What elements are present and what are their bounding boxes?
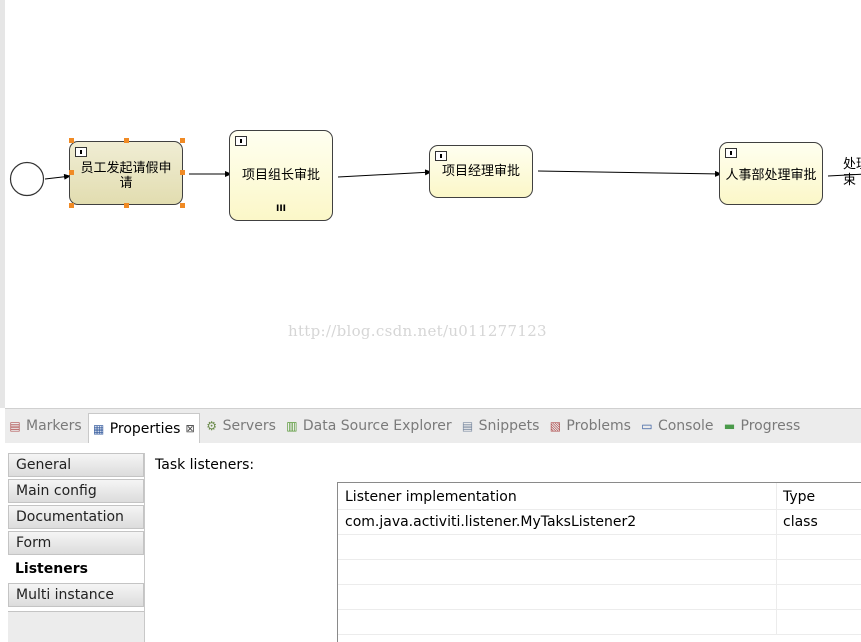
task-employee-request[interactable]: 员工发起请假申请 — [69, 141, 183, 205]
servers-icon: ⚙ — [206, 419, 218, 433]
sequence-flow[interactable] — [44, 173, 72, 180]
bpmn-canvas[interactable]: 员工发起请假申请 项目组长审批 III 项目经理审批 人事部处理审批 处理 束 … — [0, 0, 861, 408]
problems-icon: ▧ — [549, 419, 562, 433]
multi-instance-icon: III — [275, 204, 287, 214]
nav-listeners[interactable]: Listeners — [8, 557, 144, 581]
table-row-empty — [338, 585, 861, 610]
task-team-lead-approval[interactable]: 项目组长审批 III — [229, 130, 333, 221]
close-icon[interactable]: ⊠ — [185, 422, 195, 435]
tab-data-source-explorer[interactable]: ▥ Data Source Explorer — [282, 412, 456, 440]
selection-handle[interactable] — [124, 203, 129, 208]
markers-icon: ▤ — [9, 419, 21, 433]
start-event[interactable] — [9, 161, 45, 197]
selection-handle[interactable] — [180, 170, 185, 175]
sequence-flow[interactable] — [827, 173, 861, 177]
listeners-table[interactable]: Listener implementation Type com.java.ac… — [337, 482, 861, 642]
table-row-empty — [338, 560, 861, 585]
user-task-icon — [235, 136, 247, 146]
nav-form[interactable]: Form — [8, 531, 144, 555]
table-cell: class — [783, 514, 818, 530]
properties-icon: ▦ — [93, 421, 105, 436]
nav-multi-instance[interactable]: Multi instance — [8, 583, 144, 607]
selection-handle[interactable] — [69, 203, 74, 208]
tab-label: Markers — [26, 418, 82, 434]
console-icon: ▭ — [641, 419, 653, 433]
tab-console[interactable]: ▭ Console — [637, 412, 718, 440]
nav-main-config[interactable]: Main config — [8, 479, 144, 503]
table-row[interactable]: com.java.activiti.listener.MyTaksListene… — [338, 510, 861, 535]
column-header[interactable]: Listener implementation — [338, 483, 777, 509]
tab-markers[interactable]: ▤ Markers — [5, 412, 86, 440]
flow-label-partial: 处理 束 — [843, 157, 861, 188]
data-source-icon: ▥ — [286, 419, 298, 433]
nav-filler — [8, 611, 144, 642]
sequence-flow[interactable] — [337, 169, 433, 178]
task-label: 员工发起请假申请 — [80, 161, 172, 191]
tab-label: Problems — [566, 418, 631, 434]
selection-handle[interactable] — [69, 170, 74, 175]
task-hr-approval[interactable]: 人事部处理审批 — [719, 142, 823, 205]
view-tab-bar: ▤ Markers ▦ Properties ⊠ ⚙ Servers ▥ Dat… — [5, 408, 861, 443]
tab-progress[interactable]: ▬ Progress — [720, 412, 805, 440]
watermark: http://blog.csdn.net/u011277123 — [288, 322, 547, 340]
snippets-icon: ▤ — [461, 419, 474, 433]
section-label: Task listeners: — [155, 457, 255, 473]
nav-general[interactable]: General — [8, 453, 144, 477]
user-task-icon — [435, 151, 447, 161]
progress-icon: ▬ — [723, 419, 736, 433]
tab-label: Properties — [109, 420, 181, 437]
selection-handle[interactable] — [124, 138, 129, 143]
flow-connections — [9, 161, 861, 197]
selection-handle[interactable] — [180, 138, 185, 143]
tab-label: Data Source Explorer — [302, 418, 452, 434]
task-label: 人事部处理审批 — [725, 168, 817, 183]
table-cell: com.java.activiti.listener.MyTaksListene… — [338, 510, 777, 534]
table-row-empty — [338, 610, 861, 635]
task-project-manager-approval[interactable]: 项目经理审批 — [429, 145, 533, 198]
table-row-empty — [338, 535, 861, 560]
tab-label: Snippets — [478, 418, 540, 434]
table-header: Listener implementation Type — [338, 483, 861, 510]
sequence-flow[interactable] — [537, 170, 723, 177]
column-header[interactable]: Type — [783, 489, 816, 505]
nav-documentation[interactable]: Documentation — [8, 505, 144, 529]
properties-nav: General Main config Documentation Form L… — [8, 453, 145, 642]
tab-snippets[interactable]: ▤ Snippets — [458, 412, 544, 440]
selection-handle[interactable] — [180, 203, 185, 208]
task-label: 项目组长审批 — [241, 168, 320, 183]
tab-servers[interactable]: ⚙ Servers — [202, 412, 280, 440]
user-task-icon — [75, 147, 87, 157]
tab-label: Servers — [222, 418, 276, 434]
tab-label: Console — [657, 418, 714, 434]
selection-handle[interactable] — [69, 138, 74, 143]
properties-panel: General Main config Documentation Form L… — [5, 443, 861, 642]
user-task-icon — [725, 148, 737, 158]
task-label: 项目经理审批 — [441, 164, 520, 179]
tab-problems[interactable]: ▧ Problems — [545, 412, 635, 440]
tab-properties[interactable]: ▦ Properties ⊠ — [87, 413, 200, 443]
tab-label: Progress — [740, 418, 801, 434]
